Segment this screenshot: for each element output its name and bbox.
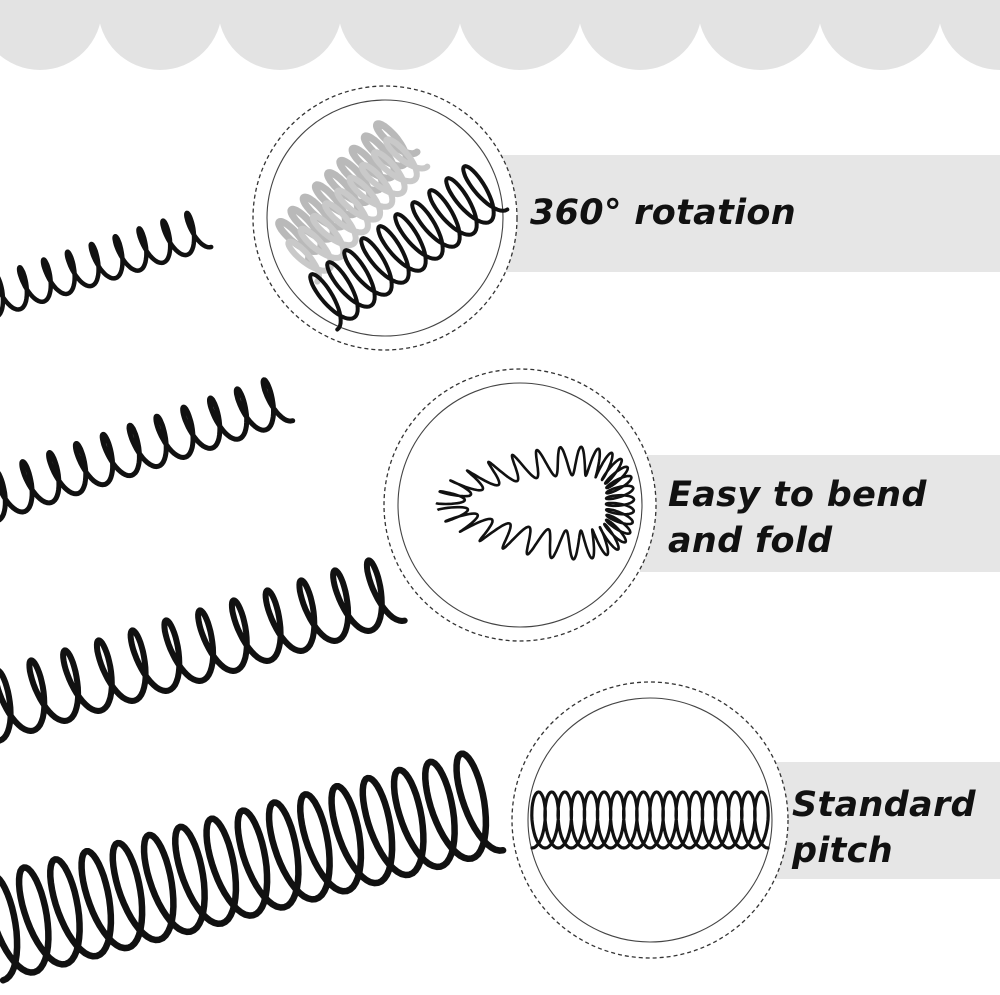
spiral-coil-loop [435,445,636,561]
caption-pitch-line-2: pitch [792,831,893,871]
detail-circle-rotation [252,85,518,351]
caption-band-bend [640,455,1000,572]
caption-band-pitch [750,762,1000,879]
scalloped-top-border [0,0,1000,70]
caption-bend: Easy to bend and fold [668,472,927,564]
caption-bend-line-2: and fold [668,521,833,561]
caption-rotation: 360° rotation [530,190,796,236]
detail-circle-bend [383,368,657,642]
caption-band-rotation [500,155,1000,272]
spiral-coil-standard-pitch [530,790,770,850]
caption-rotation-line-1: 360° rotation [530,193,796,233]
spiral-coil [308,164,510,332]
spiral-coil-blurred [275,120,431,285]
spiral-coils-left [0,210,507,984]
detail-circle-pitch [511,681,789,959]
caption-bend-line-1: Easy to bend [668,475,927,515]
caption-pitch-line-1: Standard [792,785,976,825]
caption-pitch: Standard pitch [792,782,976,874]
